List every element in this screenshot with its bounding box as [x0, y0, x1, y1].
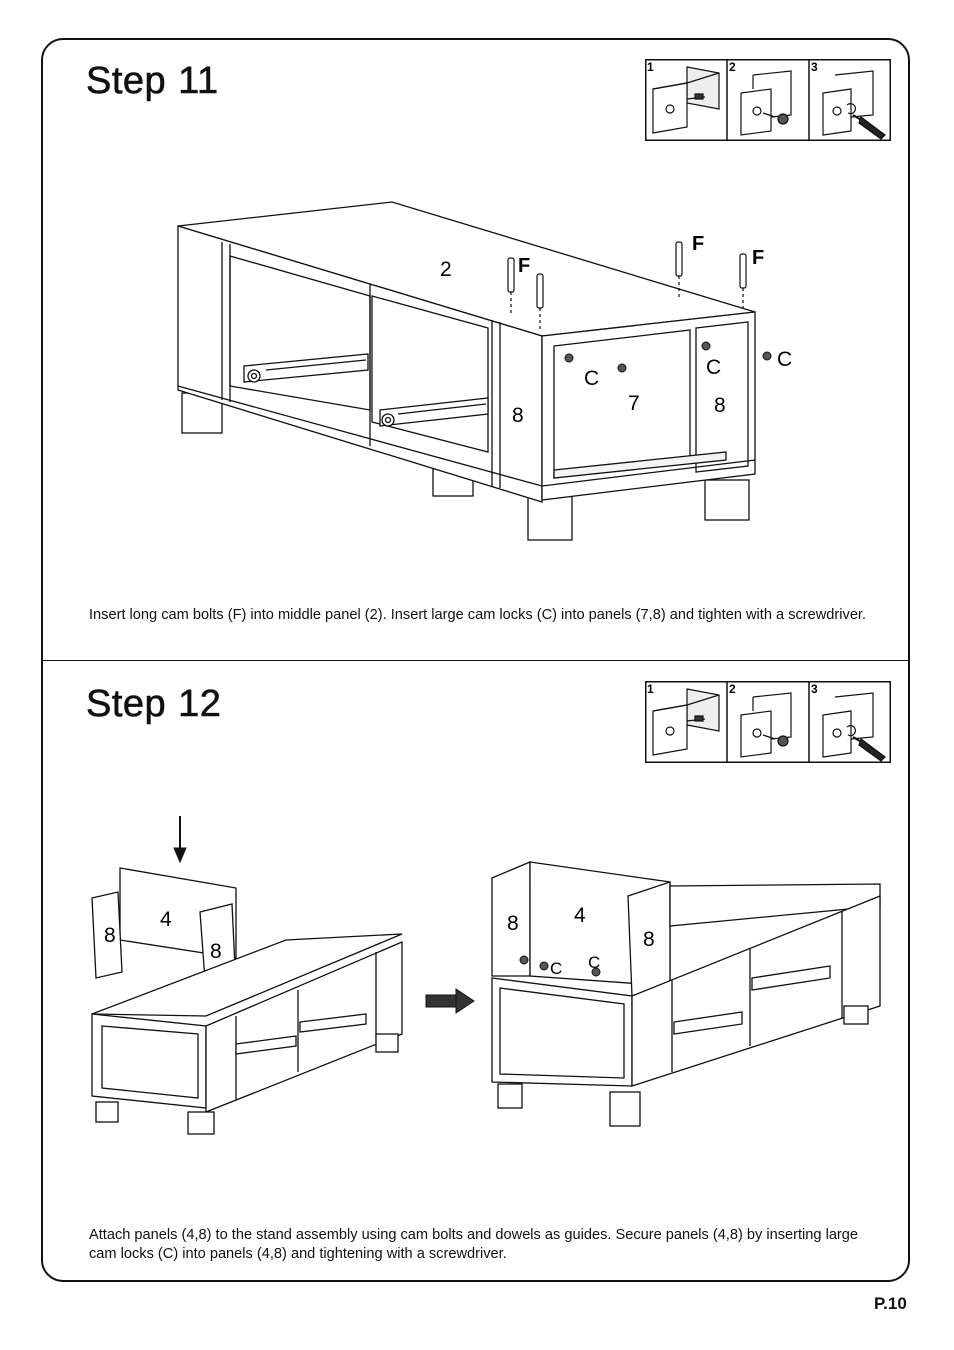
inset-label-1: 1: [647, 682, 654, 696]
panel-8-label: 8: [507, 912, 519, 935]
cam-lock-c-label: C: [584, 367, 599, 390]
inset-label-2: 2: [729, 682, 736, 696]
step-11-assembly-illustration: 2 F F F C C C 7 8 8: [177, 201, 792, 541]
bolt-f-label: F: [692, 233, 704, 255]
step-12-instruction: Attach panels (4,8) to the stand assembl…: [89, 1227, 859, 1262]
bolt-f-label: F: [518, 255, 530, 277]
cam-lock-c-label: C: [550, 959, 562, 978]
leg: [527, 493, 573, 541]
screwdriver-tighten-icon: [822, 692, 886, 762]
cam-bolt-f-group: [507, 241, 747, 330]
leg: [609, 1091, 641, 1127]
leg: [375, 1033, 399, 1053]
panel-8-label: 8: [643, 928, 655, 951]
step-word: Step: [86, 60, 167, 103]
leg: [704, 479, 750, 521]
cam-lock-insert-icon: [740, 70, 792, 136]
page-number: P.10: [874, 1294, 907, 1313]
step-number: 12: [178, 683, 222, 726]
panel-8-label: 8: [210, 940, 222, 963]
panel-8-label: 8: [104, 924, 116, 947]
step-word: Step: [86, 683, 167, 726]
inset-label-2: 2: [729, 60, 736, 74]
bolt-f-label: F: [752, 247, 764, 269]
cam-lock-c-label: C: [777, 348, 792, 371]
leg: [95, 1101, 119, 1123]
leg: [497, 1083, 523, 1109]
step-11-title: Step 11: [86, 60, 219, 103]
cam-lock-c-group: [564, 341, 772, 373]
step-divider: [43, 660, 909, 661]
panel-4-label: 4: [160, 908, 172, 931]
panel-8-label: 8: [714, 394, 726, 417]
step-12-before-illustration: 8 4 8: [91, 816, 403, 1135]
inset-label-3: 3: [811, 60, 818, 74]
panel-2-label: 2: [440, 258, 452, 281]
leg: [187, 1111, 215, 1135]
cam-lock-c-group: [519, 955, 601, 977]
panel-block-icon: [652, 66, 720, 134]
step-number: 11: [178, 60, 219, 103]
page-frame: [41, 38, 910, 1282]
panel-7-label: 7: [628, 392, 640, 415]
top-panel: [91, 933, 403, 1017]
panel-4-label: 4: [574, 904, 586, 927]
screwdriver-tighten-icon: [822, 70, 886, 140]
cam-lock-insert-icon: [740, 692, 792, 758]
step-12-after-illustration: 8 4 8 C C: [491, 861, 881, 1127]
inset-label-3: 3: [811, 682, 818, 696]
cam-lock-procedure-inset: 1 2 3: [645, 681, 891, 763]
cam-lock-procedure-inset: 1 2 3: [645, 59, 891, 141]
step-11-instruction: Insert long cam bolts (F) into middle pa…: [89, 607, 867, 623]
right-arrow-icon: [425, 988, 475, 1014]
cam-lock-c-label: C: [588, 953, 600, 972]
step-12-title: Step 12: [86, 683, 222, 726]
down-arrow-icon: [173, 816, 187, 864]
panel-8: [91, 891, 123, 979]
drawer-slide: [379, 397, 489, 427]
side-face: [631, 895, 881, 1087]
leg: [843, 1005, 869, 1025]
panel-8-label: 8: [512, 404, 524, 427]
cam-lock-c-label: C: [706, 356, 721, 379]
inset-label-1: 1: [647, 60, 654, 74]
drawer-slide: [243, 353, 369, 383]
panel-block-icon: [652, 688, 720, 756]
